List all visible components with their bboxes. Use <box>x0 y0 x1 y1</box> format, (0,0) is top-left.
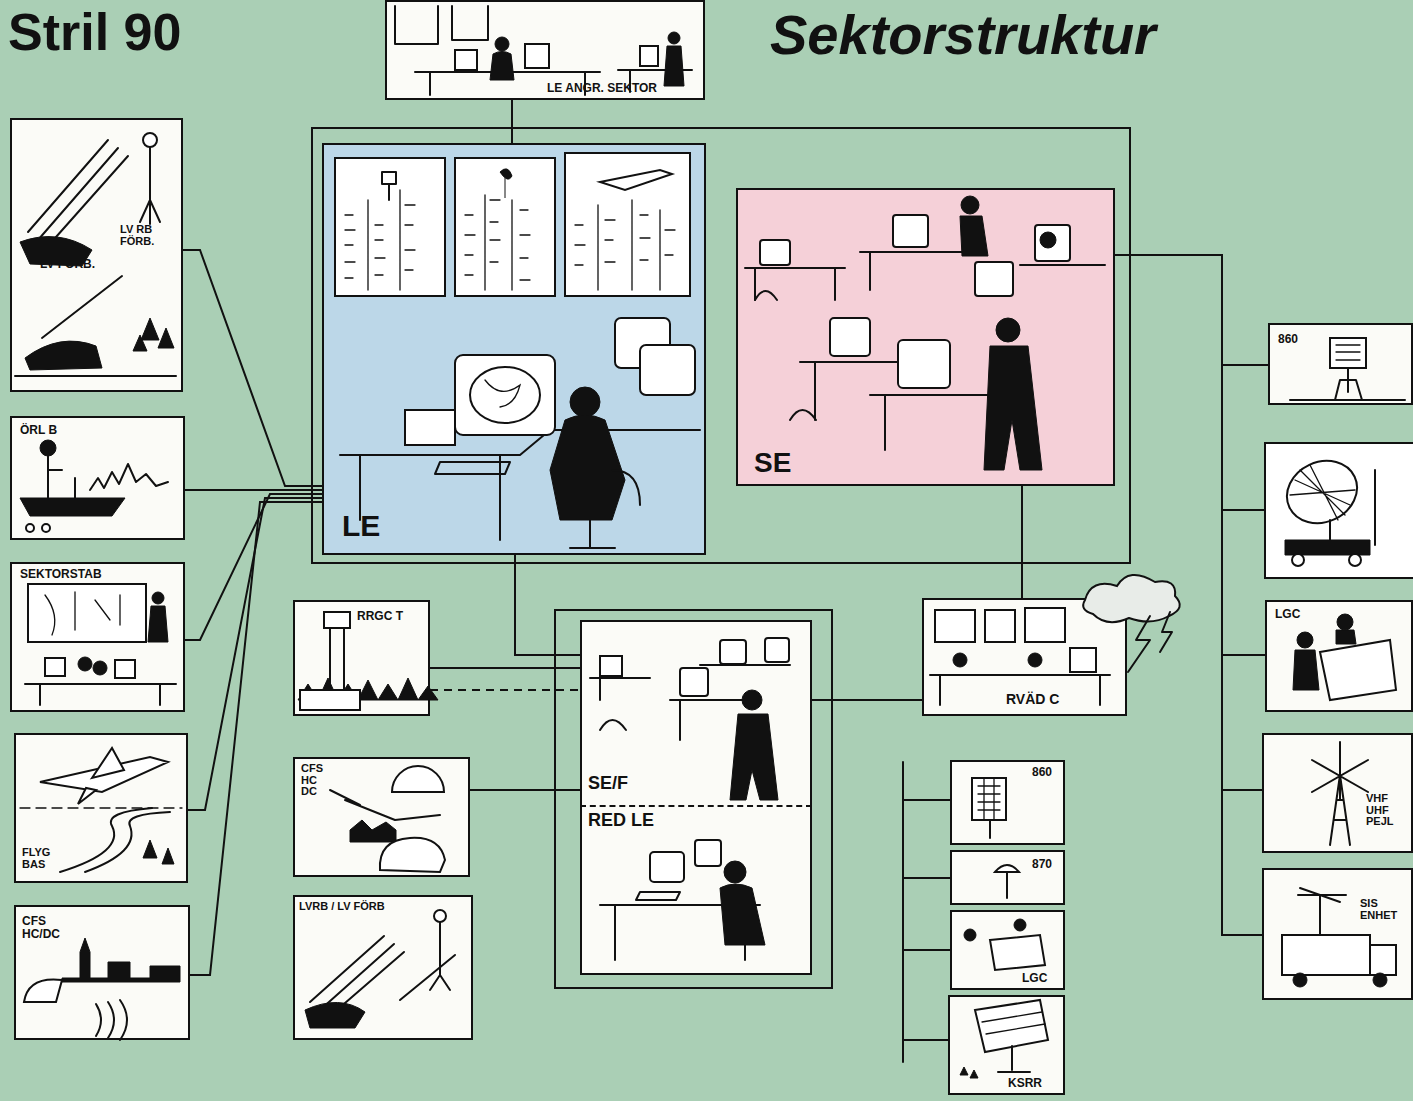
equipment-box: SEKTORSTAB <box>10 562 185 712</box>
node-label: RED LE <box>588 811 654 830</box>
equipment-box: RRGC T <box>293 600 430 716</box>
node-label: SE <box>754 448 791 477</box>
equipment-box: KSRR <box>948 995 1065 1095</box>
node-label: VHF UHF PEJL <box>1366 793 1406 828</box>
wheel-symbol <box>1292 554 1304 566</box>
equipment-box: SE <box>736 188 1115 486</box>
equipment-box: ÖRL B <box>10 416 185 540</box>
series-label: Stril 90 <box>8 2 181 62</box>
bus-wire <box>903 762 950 1062</box>
node-label: CFS HC/DC <box>22 915 72 940</box>
radar-grid <box>1290 465 1355 520</box>
node-label: LE ANGR. SEKTOR <box>547 82 657 95</box>
group-frame <box>312 128 1130 563</box>
radar-mast <box>1330 470 1375 545</box>
connector-line <box>515 555 580 655</box>
group-frame <box>555 610 832 988</box>
connector-line <box>183 250 322 486</box>
equipment-box: LV RB FÖRB. LV FÖRB. <box>10 118 183 392</box>
connector-line <box>430 689 580 691</box>
equipment-box: LGC <box>1265 600 1413 712</box>
radar-dish <box>1277 450 1368 535</box>
equipment-box: 860 <box>1268 323 1413 405</box>
connector-line <box>1115 255 1262 935</box>
node-label: RVÄD C <box>1006 692 1059 707</box>
connector-line <box>1115 255 1268 365</box>
node-label: CFS HC DC <box>301 763 331 798</box>
connector-line <box>511 100 513 143</box>
equipment-box: CFS HC/DC <box>14 905 190 1040</box>
node-label: RRGC T <box>357 610 403 623</box>
connector-line <box>470 789 580 791</box>
equipment-box: LVRB / LV FÖRB <box>293 895 473 1040</box>
equipment-box: LGC <box>950 910 1065 990</box>
node-label: 860 <box>1032 766 1052 779</box>
connector-line <box>185 489 322 491</box>
equipment-box: RVÄD C <box>922 598 1127 716</box>
node-label: ÖRL B <box>20 424 57 437</box>
node-label: LV RB FÖRB. <box>120 224 170 247</box>
connector-line <box>1115 255 1262 790</box>
equipment-box: 870 <box>950 850 1065 905</box>
equipment-box: FLYG BAS <box>14 733 188 883</box>
equipment-box: 860 <box>950 760 1065 845</box>
connector-line <box>812 699 922 701</box>
equipment-box: LE <box>322 143 706 555</box>
node-label: LGC <box>1022 972 1047 985</box>
equipment-box: SE/F <box>580 620 812 807</box>
equipment-box: SIS ENHET <box>1262 868 1413 1000</box>
node-label: FLYG BAS <box>22 847 58 870</box>
connector-layer <box>183 100 1268 975</box>
diagram-title: Sektorstruktur <box>770 2 1156 67</box>
bus-wire <box>1222 509 1265 511</box>
radar-vehicle <box>1285 540 1370 555</box>
equipment-box: CFS HC DC <box>293 757 470 877</box>
node-label: KSRR <box>1008 1077 1042 1090</box>
connector-line <box>1021 486 1023 598</box>
node-label: SIS ENHET <box>1360 898 1410 921</box>
wheel-symbol <box>1349 554 1361 566</box>
node-label: 860 <box>1278 333 1298 346</box>
lightning-symbol <box>1128 612 1172 672</box>
equipment-box: LE ANGR. SEKTOR <box>385 0 705 100</box>
node-label: SEKTORSTAB <box>20 568 102 581</box>
connector-line <box>430 667 580 669</box>
equipment-box: RED LE <box>580 807 812 975</box>
node-label: LV FÖRB. <box>40 258 95 271</box>
connector-line <box>1115 255 1265 655</box>
radar-box <box>1265 443 1413 578</box>
node-label: LE <box>342 510 380 542</box>
node-label: SE/F <box>588 774 628 793</box>
node-label: 870 <box>1032 858 1052 871</box>
node-label: LVRB / LV FÖRB <box>299 901 385 913</box>
equipment-box: VHF UHF PEJL <box>1262 733 1413 853</box>
node-label: LGC <box>1275 608 1300 621</box>
